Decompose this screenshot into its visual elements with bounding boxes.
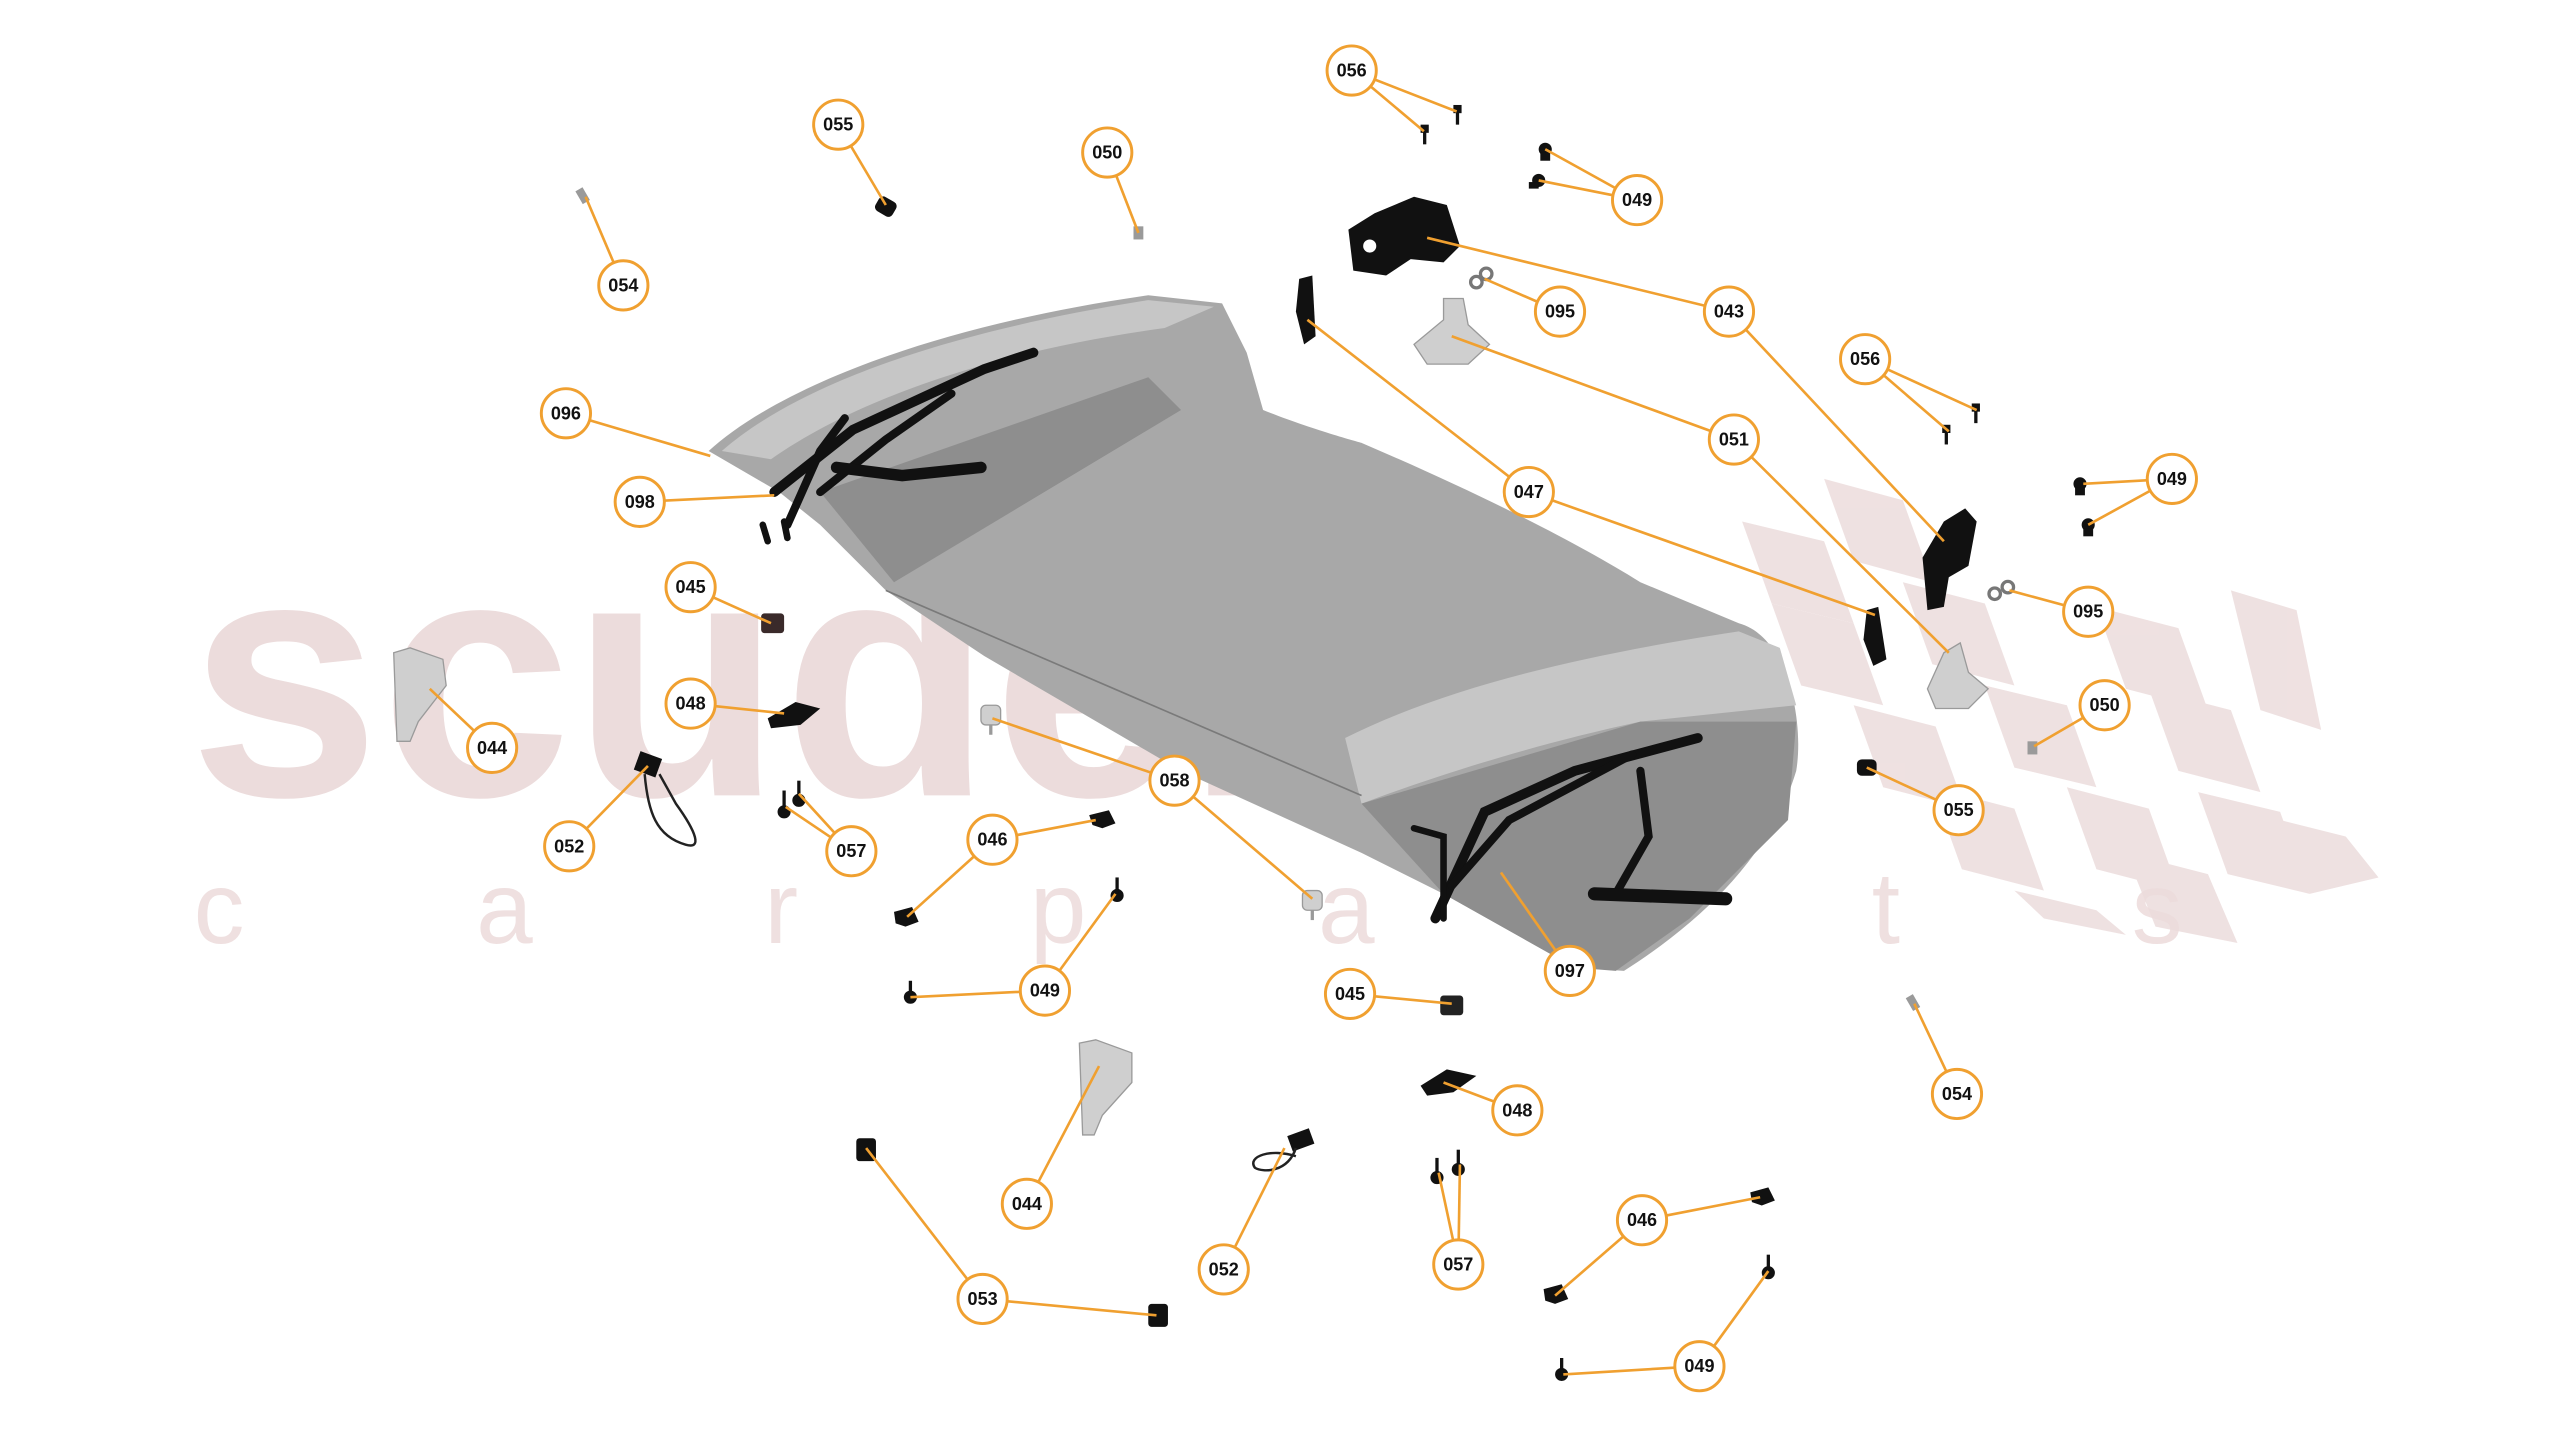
strap-icon bbox=[633, 751, 697, 847]
callout-046[interactable]: 046 bbox=[1615, 1194, 1669, 1247]
callout-044[interactable]: 044 bbox=[466, 721, 519, 774]
callout-048[interactable]: 048 bbox=[1491, 1084, 1544, 1137]
bolt-icon bbox=[1451, 1149, 1465, 1176]
bolt-icon bbox=[1420, 124, 1429, 145]
callout-043[interactable]: 043 bbox=[1702, 285, 1756, 338]
mount-block-icon bbox=[1413, 297, 1491, 365]
hinge-plate-icon bbox=[393, 647, 447, 742]
callout-045[interactable]: 045 bbox=[1323, 967, 1377, 1020]
callout-097[interactable]: 097 bbox=[1543, 944, 1596, 998]
spring-clip-icon bbox=[767, 701, 821, 729]
callout-056[interactable]: 056 bbox=[1839, 333, 1892, 386]
checkered-flag-icon bbox=[1742, 478, 2379, 944]
rubber-pad-icon bbox=[761, 613, 785, 634]
hinge-plate-icon bbox=[1078, 1039, 1133, 1136]
callout-098[interactable]: 098 bbox=[613, 475, 666, 528]
callout-095[interactable]: 095 bbox=[2062, 585, 2115, 638]
callout-048[interactable]: 048 bbox=[664, 677, 717, 730]
panel-crease bbox=[885, 589, 1362, 797]
washer-link-icon bbox=[1468, 266, 1494, 290]
watermark-sub: c a r p a r t s bbox=[194, 851, 2285, 965]
callout-050[interactable]: 050 bbox=[2078, 679, 2131, 732]
panel-edge-left bbox=[721, 300, 1214, 460]
callout-049[interactable]: 049 bbox=[1018, 964, 1072, 1017]
panel-edge-right bbox=[1345, 631, 1797, 804]
bolt-icon bbox=[1971, 403, 1980, 424]
callouts: 056 055 050 049 054 095 043 056 096 051 … bbox=[466, 44, 2198, 1393]
panel-shade-right bbox=[1361, 721, 1797, 971]
left-hinge-mechanism bbox=[759, 347, 1039, 545]
callout-049[interactable]: 049 bbox=[2145, 452, 2198, 505]
callout-058[interactable]: 058 bbox=[1148, 754, 1201, 807]
c-clip-icon bbox=[1750, 1187, 1775, 1206]
screw-icon bbox=[903, 980, 917, 1004]
screw-icon bbox=[1110, 877, 1124, 903]
latch-icon bbox=[1863, 606, 1887, 666]
bolt-icon bbox=[1453, 104, 1462, 125]
callout-096[interactable]: 096 bbox=[539, 387, 593, 440]
callout-045[interactable]: 045 bbox=[664, 561, 717, 614]
callout-044[interactable]: 044 bbox=[1000, 1177, 1053, 1230]
callout-055[interactable]: 055 bbox=[1932, 784, 1985, 837]
callout-056[interactable]: 056 bbox=[1325, 44, 1378, 97]
callout-052[interactable]: 052 bbox=[543, 820, 596, 873]
callout-053[interactable]: 053 bbox=[956, 1272, 1009, 1326]
callout-054[interactable]: 054 bbox=[1930, 1067, 1984, 1121]
callout-055[interactable]: 055 bbox=[812, 98, 865, 151]
callout-049[interactable]: 049 bbox=[1611, 174, 1664, 227]
callout-057[interactable]: 057 bbox=[1432, 1238, 1485, 1291]
callout-046[interactable]: 046 bbox=[966, 813, 1019, 866]
callout-050[interactable]: 050 bbox=[1081, 126, 1134, 179]
strap-icon bbox=[1252, 1128, 1315, 1172]
callout-052[interactable]: 052 bbox=[1197, 1243, 1250, 1296]
washer-link-icon bbox=[1987, 579, 2016, 602]
clip-icon bbox=[874, 196, 897, 217]
callout-049[interactable]: 049 bbox=[1673, 1340, 1726, 1393]
hinge-bracket-icon bbox=[1922, 508, 1977, 611]
rubber-pad-icon bbox=[1440, 995, 1464, 1016]
panel-shade-left bbox=[820, 377, 1182, 583]
callout-095[interactable]: 095 bbox=[1533, 285, 1587, 338]
screw-icon bbox=[1905, 994, 1921, 1012]
screw-icon bbox=[2073, 477, 2087, 496]
clip-block-icon bbox=[1148, 1303, 1168, 1327]
right-hinge-mechanism bbox=[1410, 733, 1733, 924]
callout-057[interactable]: 057 bbox=[825, 825, 878, 878]
hinge-bracket-icon bbox=[1348, 196, 1460, 276]
callout-051[interactable]: 051 bbox=[1707, 413, 1760, 466]
callout-047[interactable]: 047 bbox=[1502, 465, 1555, 519]
small-bracket-icon bbox=[2027, 741, 2038, 755]
screw-icon bbox=[1555, 1357, 1569, 1381]
c-clip-icon bbox=[1089, 810, 1116, 829]
spring-clip-icon bbox=[1420, 1069, 1477, 1096]
latch-icon bbox=[1295, 275, 1316, 345]
callout-054[interactable]: 054 bbox=[597, 259, 650, 312]
